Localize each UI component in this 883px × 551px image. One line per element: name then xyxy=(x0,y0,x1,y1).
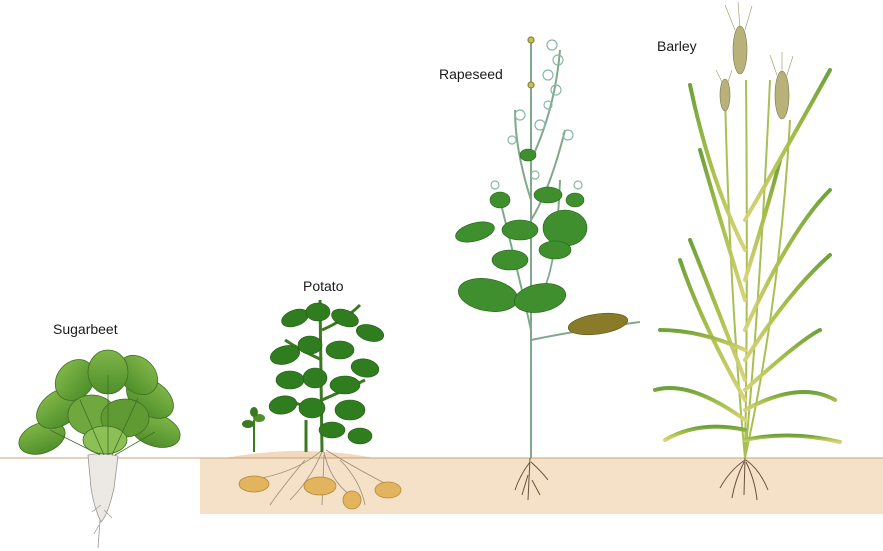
potato-label: Potato xyxy=(303,278,343,294)
sugarbeet-label: Sugarbeet xyxy=(53,321,118,337)
soil xyxy=(0,451,883,514)
barley-heads xyxy=(720,26,789,119)
barley-plant xyxy=(655,2,840,500)
rapeseed-plant xyxy=(453,37,640,500)
rapeseed-yellowing-leaf xyxy=(567,310,629,338)
rapeseed-label: Rapeseed xyxy=(439,66,503,82)
barley-awns xyxy=(716,2,793,82)
potato-leaves xyxy=(268,303,386,444)
sugarbeet-root xyxy=(88,454,118,548)
sugarbeet-plant xyxy=(14,347,185,548)
potato-seedling xyxy=(242,407,265,452)
rapeseed-pods xyxy=(491,37,582,189)
sugarbeet-leaves xyxy=(14,347,185,460)
barley-label: Barley xyxy=(657,38,697,54)
rapeseed-leaves xyxy=(453,149,587,316)
